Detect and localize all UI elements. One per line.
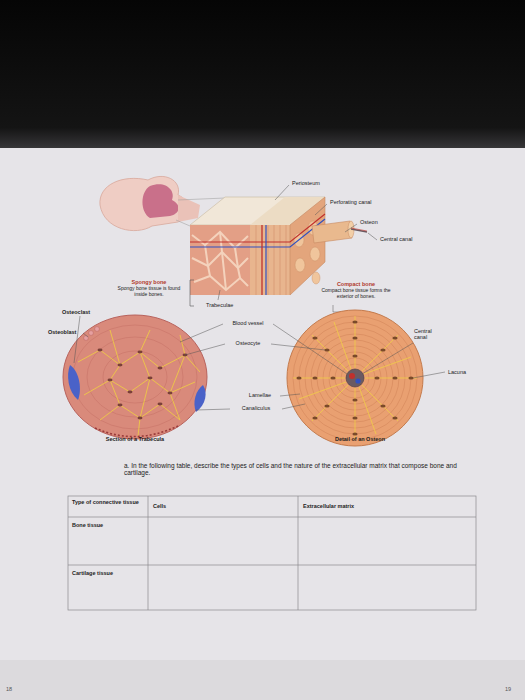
part-label: Central canal xyxy=(380,236,412,242)
part-label: Osteoclast xyxy=(62,309,90,315)
figure-caption: Detail of an Osteon xyxy=(305,436,415,442)
page-number: 18 xyxy=(6,686,12,692)
part-label: Lamellae xyxy=(240,392,280,398)
region-note: Spongy bone tissue is found inside bones… xyxy=(112,286,186,298)
part-label: Osteocyte xyxy=(225,340,271,346)
figure-caption: Section of a Trabecula xyxy=(80,436,190,442)
table-header: Type of connective tissue xyxy=(72,499,142,505)
table-header: Extracellular matrix xyxy=(303,503,354,509)
table-header: Cells xyxy=(153,503,166,509)
region-heading: Compact bone xyxy=(318,281,394,287)
part-label: Periosteum xyxy=(292,180,320,186)
page-number: 19 xyxy=(505,686,511,692)
part-label: Osteoblast xyxy=(48,329,76,335)
part-label: Central canal xyxy=(414,328,444,341)
part-label: Osteon xyxy=(360,219,378,225)
part-label: Trabeculae xyxy=(206,302,233,308)
table-row-label: Bone tissue xyxy=(72,522,142,528)
region-note: Compact bone tissue forms the exterior o… xyxy=(318,288,394,300)
region-heading: Spongy bone xyxy=(112,279,186,285)
table-row-label: Cartilage tissue xyxy=(72,570,142,576)
part-label: Blood vessel xyxy=(223,320,273,326)
part-label: Canaliculus xyxy=(230,405,282,411)
part-label: Perforating canal xyxy=(330,199,372,205)
part-label: Lacuna xyxy=(448,369,466,375)
question-text: a. In the following table, describe the … xyxy=(124,462,469,477)
